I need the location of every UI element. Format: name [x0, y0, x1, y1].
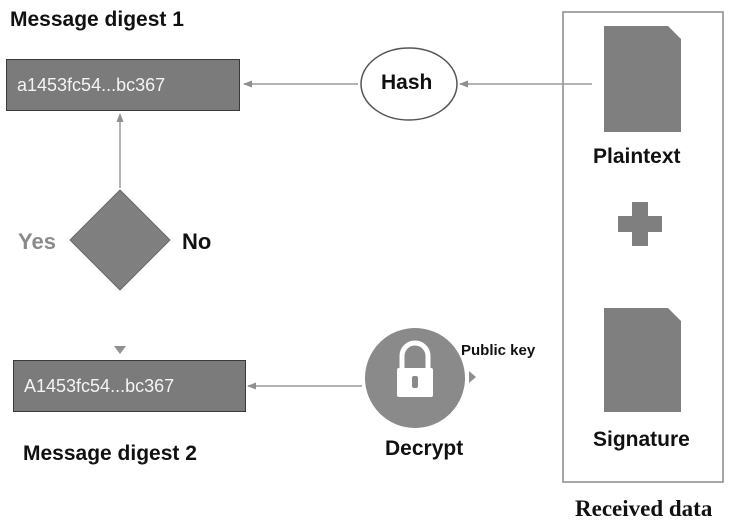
diamond-decision-icon — [69, 189, 171, 291]
plus-icon — [618, 202, 662, 246]
signature-label: Signature — [593, 428, 690, 451]
arrow-to-digest2-head — [114, 346, 126, 354]
decrypt-label: Decrypt — [385, 437, 464, 460]
digest2-title: Message digest 2 — [23, 442, 197, 465]
hash-label: Hash — [381, 71, 433, 94]
received-data-caption: Received data — [575, 496, 713, 521]
digest1-box: a1453fc54...bc367 — [6, 59, 240, 111]
decision-yes-label: Yes — [18, 229, 56, 254]
digest1-title: Message digest 1 — [10, 8, 184, 31]
document-icon — [604, 26, 681, 132]
plaintext-label: Plaintext — [593, 145, 681, 168]
received-data-frame — [562, 11, 724, 483]
lock-icon — [397, 340, 433, 397]
public-key-label: Public key — [461, 342, 536, 359]
decision-no-label: No — [182, 229, 212, 254]
decrypt-node — [365, 328, 465, 428]
document-icon — [604, 308, 681, 412]
hash-node — [360, 47, 458, 121]
digest2-box: A1453fc54...bc367 — [13, 360, 246, 412]
public-key-arrow-head — [469, 371, 476, 383]
